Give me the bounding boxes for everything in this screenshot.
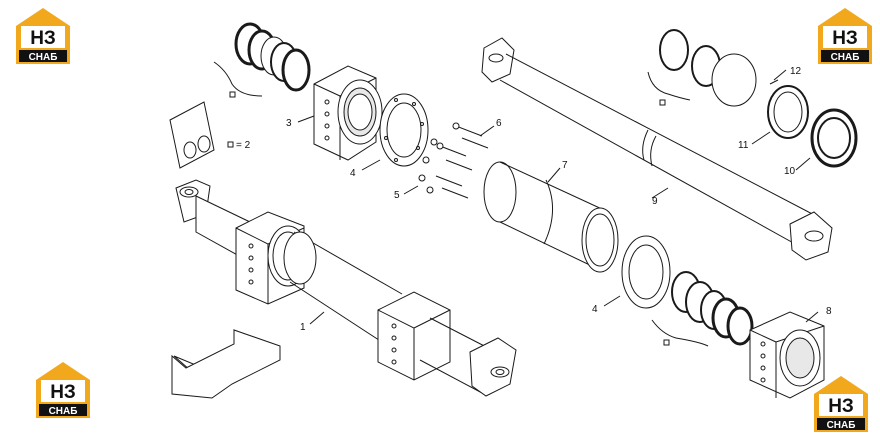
bolts-and-washers bbox=[418, 122, 489, 199]
callout-12: 12 bbox=[790, 66, 802, 77]
kit-marker bbox=[659, 99, 666, 106]
callout-6: 6 bbox=[496, 118, 502, 129]
callout-8: 8 bbox=[826, 306, 832, 317]
callout-4-upper: 4 bbox=[350, 168, 356, 179]
kit-marker bbox=[663, 339, 670, 346]
brand-logo-bottom-left: НЗ СНАБ bbox=[36, 362, 90, 418]
seal-rings-top-right bbox=[647, 29, 858, 168]
callout-7: 7 bbox=[562, 160, 568, 171]
callout-5: 5 bbox=[394, 190, 400, 201]
cylinder-head-part bbox=[313, 65, 383, 161]
rod-end-block bbox=[749, 311, 825, 399]
brand-logo-top-left: НЗ СНАБ bbox=[16, 8, 70, 64]
logo-mark: НЗ bbox=[50, 382, 76, 403]
barrel-tube bbox=[483, 161, 619, 273]
callout-3: 3 bbox=[286, 118, 292, 129]
kit-quantity-note: = 2 bbox=[236, 140, 251, 151]
kit-marker bbox=[229, 91, 236, 98]
callout-9: 9 bbox=[652, 196, 658, 207]
brand-logo-bottom-right: НЗ СНАБ bbox=[814, 376, 868, 432]
repair-kit-box bbox=[169, 101, 215, 169]
logo-text: СНАБ bbox=[827, 420, 856, 431]
leader-lines bbox=[297, 69, 819, 325]
piston-rod bbox=[481, 37, 833, 261]
direction-arrow-outline bbox=[171, 329, 281, 399]
callout-4-lower: 4 bbox=[592, 304, 598, 315]
logo-text: СНАБ bbox=[29, 52, 58, 63]
callout-10: 10 bbox=[784, 166, 796, 177]
logo-mark: НЗ bbox=[828, 396, 854, 417]
seal-rings-lower bbox=[651, 271, 754, 347]
brand-logo-top-right: НЗ СНАБ bbox=[818, 8, 872, 64]
callout-11: 11 bbox=[738, 140, 749, 151]
logo-text: СНАБ bbox=[49, 406, 78, 417]
logo-mark: НЗ bbox=[30, 28, 56, 49]
callout-1: 1 bbox=[300, 322, 306, 333]
logo-mark: НЗ bbox=[832, 28, 858, 49]
logo-text: СНАБ bbox=[831, 52, 860, 63]
kit-marker bbox=[227, 141, 234, 148]
seal-rings-top-left bbox=[213, 22, 311, 97]
cylinder-assembly bbox=[175, 179, 517, 397]
